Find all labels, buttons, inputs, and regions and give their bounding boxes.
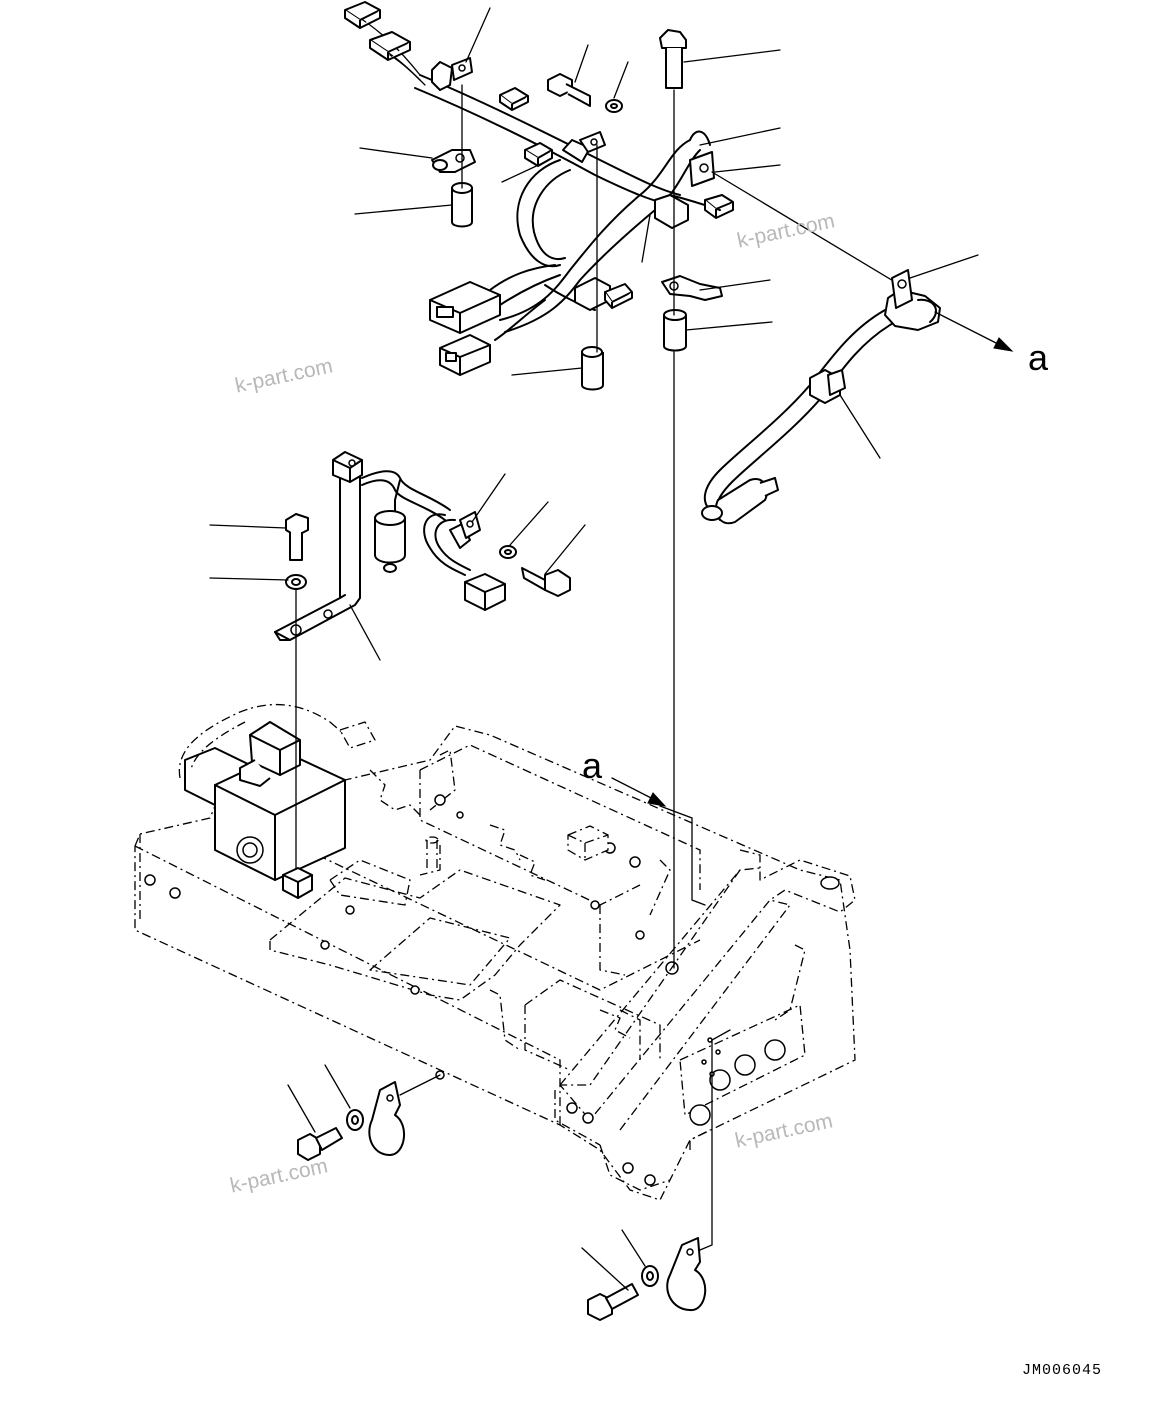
sensor-lead: [701, 171, 941, 525]
machine-frame: [134, 725, 856, 1201]
rear-crossbeam: [554, 849, 856, 1191]
leader-lines: [209, 7, 979, 1291]
valve-block: [184, 721, 346, 899]
view-arrow-label-right: a: [1028, 337, 1049, 378]
wiring-harness: [344, 1, 734, 376]
lower-fasteners: [297, 1029, 731, 1321]
frame-fittings: [178, 703, 631, 1039]
view-arrow-label-frame: a: [582, 745, 603, 786]
harness-fasteners: [431, 29, 723, 969]
sensor-bracket-assembly: [274, 451, 571, 869]
view-arrows: [611, 311, 1014, 906]
drawing-code: JM006045: [1022, 1362, 1103, 1379]
